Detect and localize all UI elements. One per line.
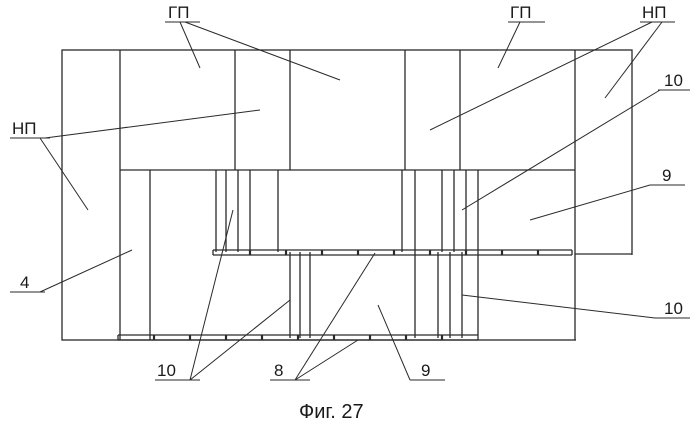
stud-group-lower-right — [415, 252, 462, 338]
label-10-top-right: 10 — [664, 71, 683, 90]
rail-lower-ticks — [154, 335, 442, 340]
label-9-bottom: 9 — [421, 361, 430, 380]
label-8: 8 — [274, 361, 283, 380]
label-gp-left: ГП — [168, 3, 189, 22]
label-10-bottom: 10 — [157, 361, 176, 380]
label-9-right: 9 — [662, 166, 671, 185]
figure-caption: Фиг. 27 — [299, 401, 364, 423]
stud-group-upper-right — [402, 170, 466, 252]
rail-upper-ticks — [250, 250, 538, 255]
stud-group-lower-left — [290, 252, 310, 338]
label-4: 4 — [20, 273, 29, 292]
label-np-right: НП — [642, 3, 667, 22]
label-gp-right: ГП — [510, 3, 531, 22]
label-10-right-lower: 10 — [664, 299, 683, 318]
rail-upper — [213, 250, 572, 255]
outline-mask — [576, 255, 634, 343]
outer-outline — [62, 50, 632, 340]
label-np-left: НП — [12, 119, 37, 138]
